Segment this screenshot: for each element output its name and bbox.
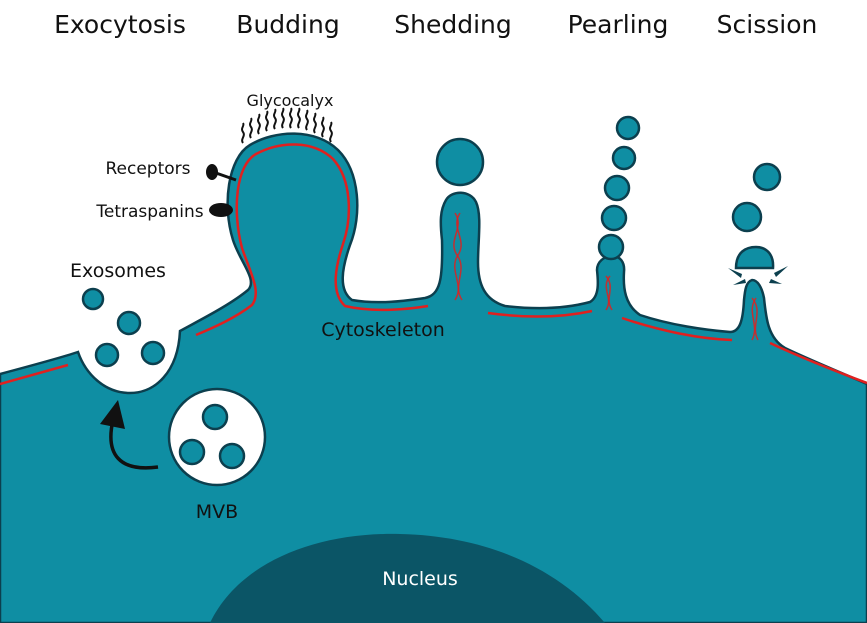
label-cytoskeleton: Cytoskeleton <box>321 319 445 341</box>
exosome-vesicle <box>83 289 103 309</box>
header-exocytosis: Exocytosis <box>54 10 186 39</box>
pearl-vesicle <box>605 176 629 200</box>
pearl-vesicle <box>599 235 623 259</box>
shed-vesicle <box>437 139 483 185</box>
pearl-vesicle <box>602 206 626 230</box>
tetraspanin-icon <box>209 203 233 217</box>
header-budding: Budding <box>236 10 339 39</box>
mvb-vesicle <box>180 440 204 464</box>
exosome-vesicle <box>118 312 140 334</box>
label-receptors: Receptors <box>105 159 190 179</box>
header-pearling: Pearling <box>568 10 669 39</box>
scission-vesicle <box>754 164 780 190</box>
label-nucleus: Nucleus <box>382 568 458 590</box>
exosome-vesicle <box>142 342 164 364</box>
mvb-body <box>169 389 265 485</box>
scission-bud <box>736 247 773 268</box>
header-shedding: Shedding <box>394 10 512 39</box>
scission-vesicle <box>733 203 761 231</box>
header-scission: Scission <box>717 10 818 39</box>
mvb-vesicle <box>220 444 244 468</box>
label-glycocalyx: Glycocalyx <box>247 91 334 110</box>
pearl-vesicle <box>617 117 639 139</box>
label-tetraspanins: Tetraspanins <box>95 202 203 222</box>
label-exosomes: Exosomes <box>70 260 166 282</box>
mvb-vesicle <box>203 405 227 429</box>
pearl-vesicle <box>613 147 635 169</box>
exosome-vesicle <box>96 344 118 366</box>
label-mvb: MVB <box>196 501 238 523</box>
